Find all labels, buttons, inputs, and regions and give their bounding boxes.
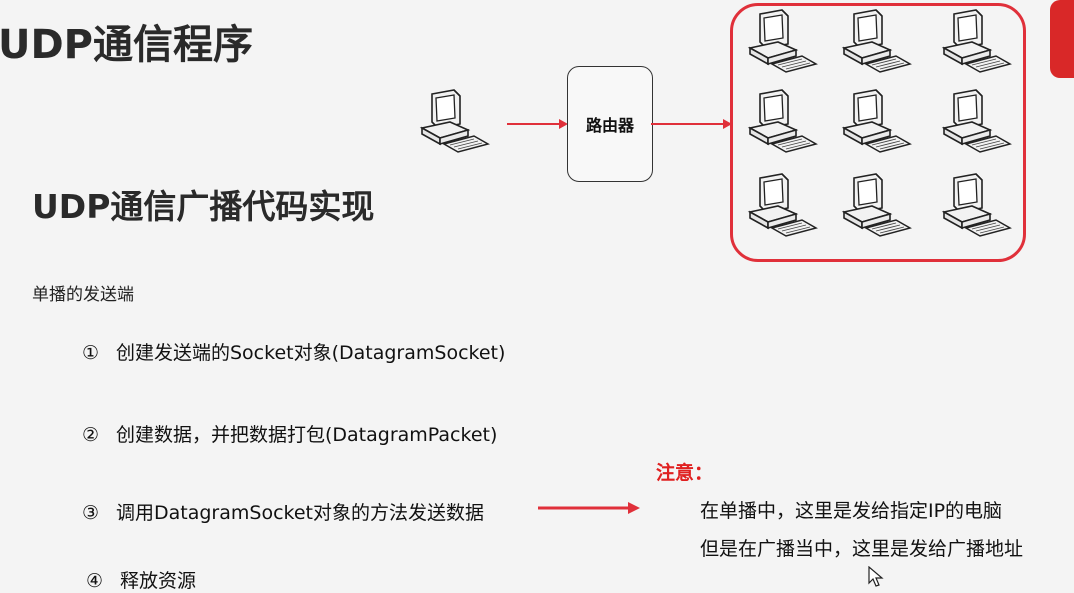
router-box: 路由器 — [567, 66, 653, 182]
right-arrow-icon — [538, 502, 640, 514]
step-text: 创建发送端的Socket对象(DatagramSocket) — [116, 342, 506, 364]
slide-title: UDP通信程序 — [0, 22, 253, 68]
computer-icon — [836, 8, 912, 74]
sender-computer-icon — [414, 88, 490, 154]
step-item: ④ 释放资源 — [86, 566, 196, 593]
step-text: 调用DatagramSocket对象的方法发送数据 — [116, 502, 484, 524]
note-line: 在单播中，这里是发给指定IP的电脑 — [700, 500, 1003, 522]
computer-icon — [836, 88, 912, 154]
right-arrow-icon — [507, 119, 568, 129]
corner-logo — [1050, 0, 1074, 78]
note-line: 但是在广播当中，这里是发给广播地址 — [700, 538, 1024, 560]
step-number: ① — [82, 342, 100, 364]
step-item: ③ 调用DatagramSocket对象的方法发送数据 — [82, 498, 484, 525]
computer-icon — [742, 172, 818, 238]
computer-cluster — [730, 3, 1026, 262]
computer-icon — [936, 88, 1012, 154]
mouse-pointer-icon — [868, 566, 884, 587]
sender-label: 单播的发送端 — [32, 285, 134, 305]
step-number: ④ — [86, 570, 104, 592]
router-label: 路由器 — [585, 116, 634, 135]
step-text: 释放资源 — [120, 570, 197, 592]
computer-icon — [836, 172, 912, 238]
computer-icon — [742, 88, 818, 154]
note-heading: 注意： — [656, 462, 714, 484]
computer-icon — [936, 8, 1012, 74]
step-text: 创建数据，并把数据打包(DatagramPacket) — [116, 424, 498, 446]
step-item: ② 创建数据，并把数据打包(DatagramPacket) — [82, 420, 497, 447]
right-arrow-icon — [651, 119, 732, 129]
step-item: ① 创建发送端的Socket对象(DatagramSocket) — [82, 338, 505, 365]
computer-icon — [936, 172, 1012, 238]
section-heading: UDP通信广播代码实现 — [32, 187, 375, 226]
computer-icon — [742, 8, 818, 74]
step-number: ③ — [82, 502, 100, 524]
step-number: ② — [82, 424, 100, 446]
